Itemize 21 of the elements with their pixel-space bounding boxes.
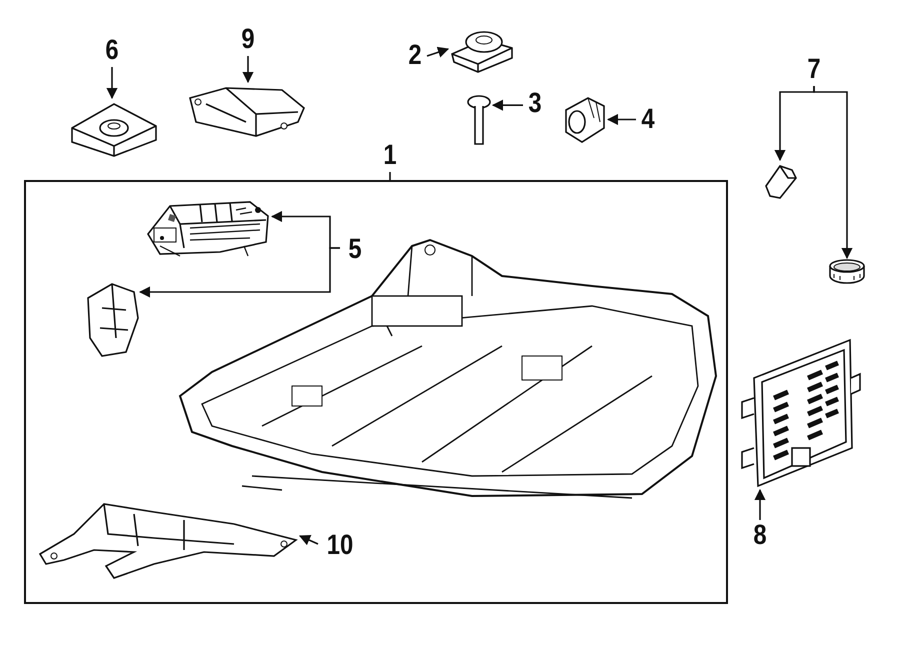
leader-line [138,247,340,298]
callout-number: 6 [102,35,122,67]
callout-number: 3 [524,88,546,120]
leader-line [106,67,118,100]
leader-line [298,534,318,546]
leader-line [813,86,853,260]
callout-number: 1 [380,140,400,172]
callout-number: 10 [323,530,357,562]
callout-number: 8 [750,520,770,552]
leader-line [606,114,636,126]
leader-line [389,172,391,180]
leader-line [242,56,254,84]
leader-line [426,46,450,58]
leader-line [754,488,766,520]
callout-number: 2 [404,40,426,72]
leader-line [492,100,523,111]
assembly-frame [24,180,728,604]
callout-number: 9 [238,24,258,56]
callout-number: 5 [344,234,366,266]
callout-number: 7 [804,54,824,86]
callout-number: 4 [638,104,658,136]
